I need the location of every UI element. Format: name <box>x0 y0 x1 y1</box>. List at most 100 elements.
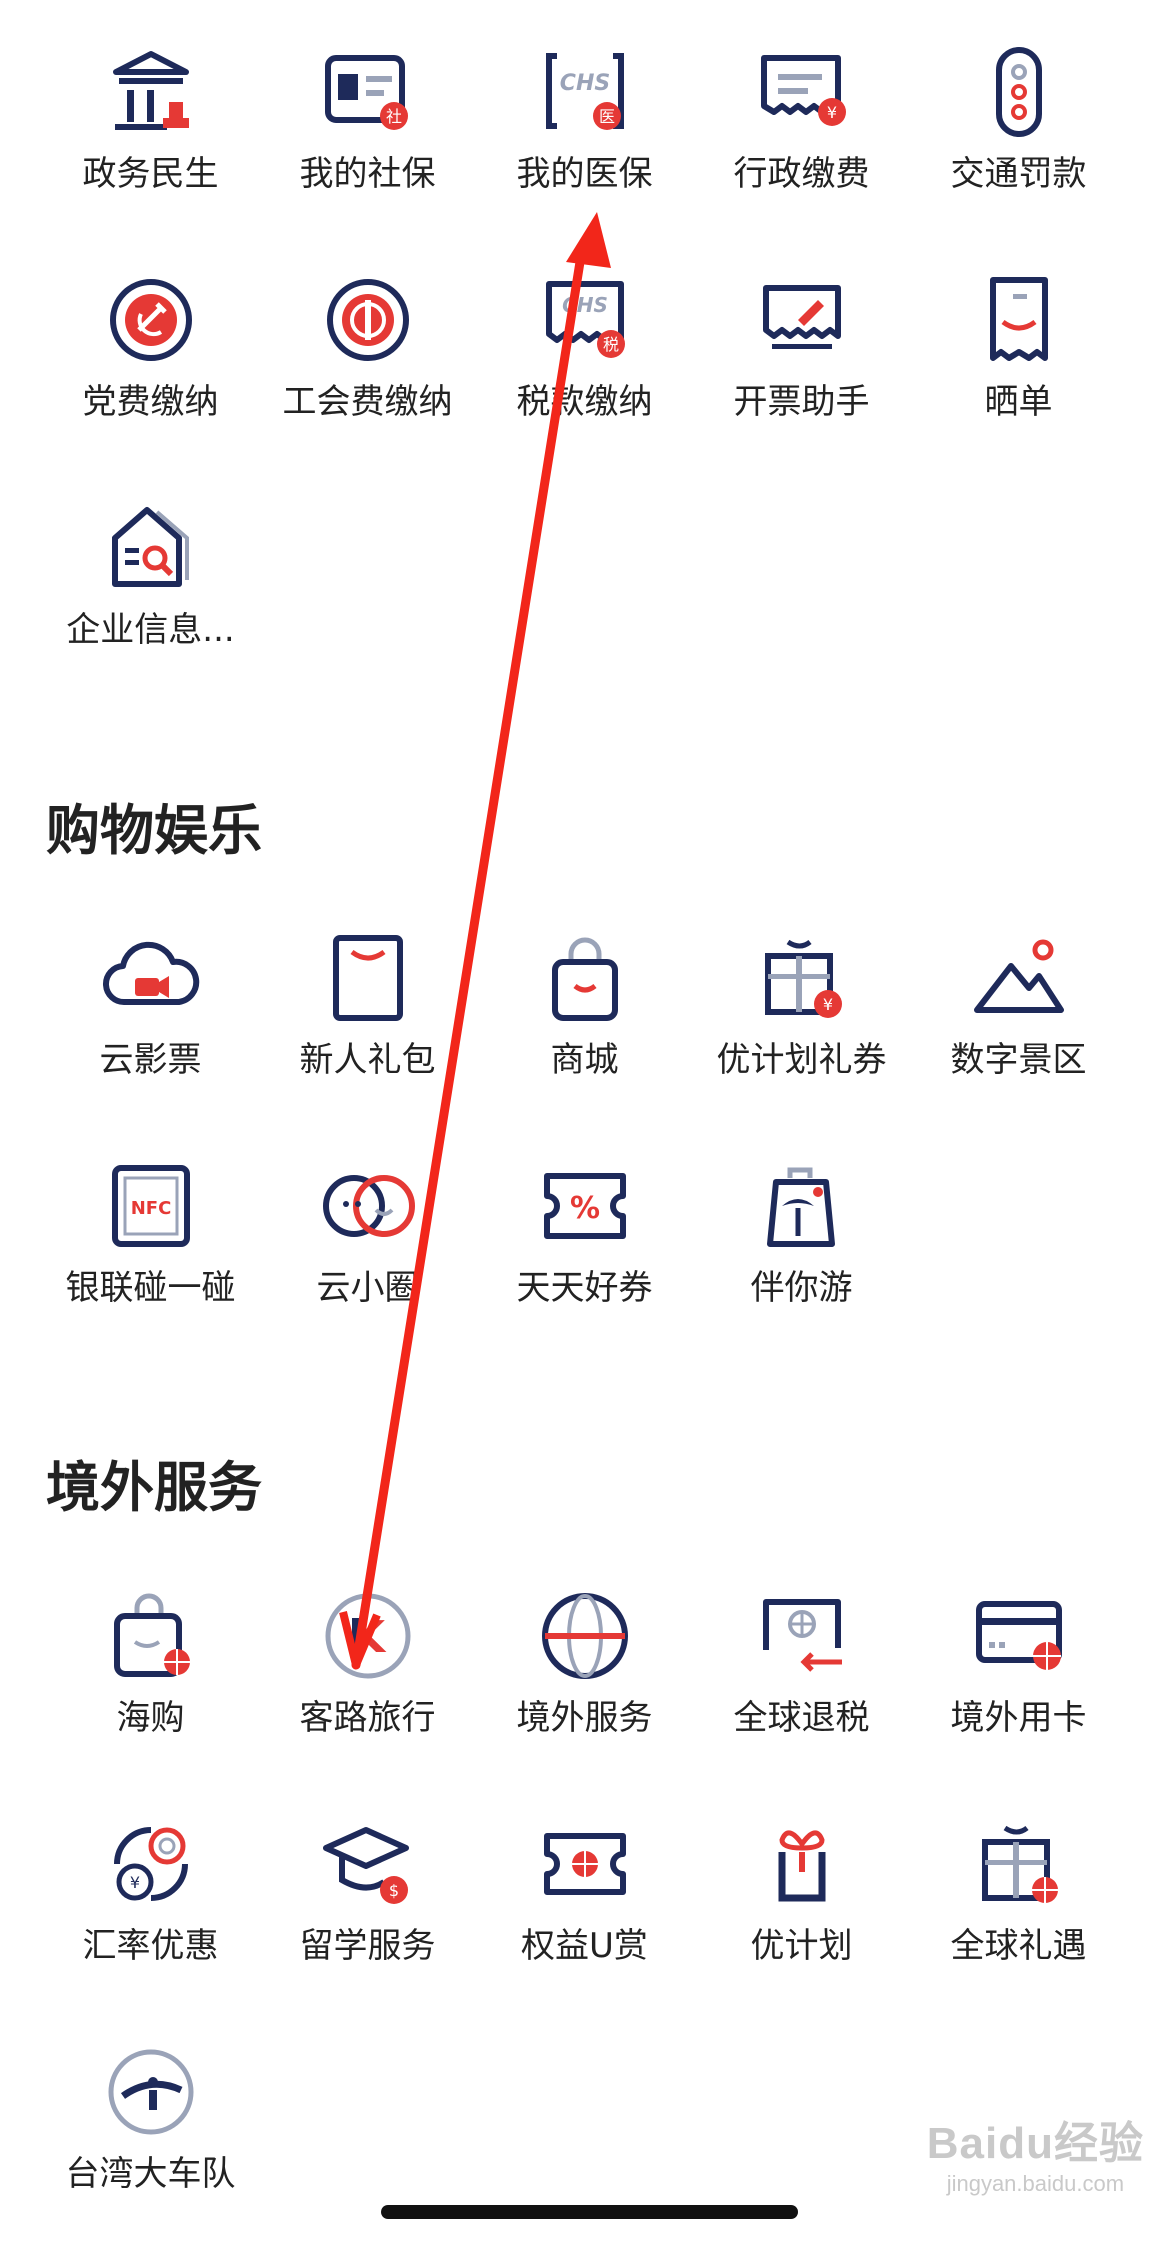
grid-item-party-dues[interactable]: 党费缴纳 <box>42 270 259 470</box>
nfc-icon: NFC <box>101 1156 201 1256</box>
circles-icon <box>318 1156 418 1256</box>
grid-item-label: 开票助手 <box>733 382 870 422</box>
grid-item-label: 行政缴费 <box>733 154 870 194</box>
gift-voucher-icon: ¥ <box>752 928 852 1028</box>
svg-text:¥: ¥ <box>129 1873 139 1892</box>
grid-item-label: 工会费缴纳 <box>282 382 453 422</box>
party-emblem-icon <box>101 270 201 370</box>
svg-text:CHS: CHS <box>562 293 608 317</box>
grid-item-taiwan-taxi[interactable]: 台湾大车队 <box>42 2042 259 2242</box>
svg-text:NFC: NFC <box>130 1198 171 1219</box>
grid-item-label: 汇率优惠 <box>82 1926 219 1966</box>
svg-text:税: 税 <box>602 335 618 354</box>
grid-item-label: 云影票 <box>99 1040 202 1080</box>
grid-item-exchange-rate[interactable]: ¥ 汇率优惠 <box>42 1814 259 2014</box>
grid-item-label: 党费缴纳 <box>82 382 219 422</box>
grid-item-newcomer-gift[interactable]: 新人礼包 <box>259 928 476 1128</box>
grid-item-label: 商城 <box>550 1040 619 1080</box>
grid-item-label: 客路旅行 <box>299 1698 436 1738</box>
grid-item-unionpay-tap[interactable]: NFC 银联碰一碰 <box>42 1156 259 1356</box>
grid-item-receipt-share[interactable]: 晒单 <box>910 270 1127 470</box>
grid-item-gift-voucher[interactable]: ¥ 优计划礼券 <box>693 928 910 1128</box>
grid-item-label: 境外服务 <box>516 1698 653 1738</box>
grid-item-label: 我的医保 <box>516 154 653 194</box>
svg-text:%: % <box>569 1191 599 1226</box>
grid-item-invoice-assistant[interactable]: 开票助手 <box>693 270 910 470</box>
grid-item-government-livelihood[interactable]: 政务民生 <box>42 42 259 242</box>
svg-text:¥: ¥ <box>826 103 836 122</box>
grid-item-label: 境外用卡 <box>950 1698 1087 1738</box>
grid-item-mall[interactable]: 商城 <box>476 928 693 1128</box>
grid-item-label: 银联碰一碰 <box>65 1268 236 1308</box>
grid-item-digital-scenic[interactable]: 数字景区 <box>910 928 1127 1128</box>
social-security-card-icon: 社 <box>318 42 418 142</box>
grid-item-study-abroad[interactable]: $ 留学服务 <box>259 1814 476 2014</box>
globe-icon <box>535 1586 635 1686</box>
baidu-jingyan-watermark: Baidu经验 jingyan.baidu.com <box>927 2107 1144 2197</box>
grid-item-union-dues[interactable]: 工会费缴纳 <box>259 270 476 470</box>
grid-item-label: 新人礼包 <box>299 1040 436 1080</box>
svg-text:社: 社 <box>385 107 401 126</box>
enterprise-search-icon <box>101 498 201 598</box>
svg-text:¥: ¥ <box>822 995 832 1014</box>
grid-item-label: 晒单 <box>984 382 1053 422</box>
tax-refund-icon <box>752 1586 852 1686</box>
section-title-overseas: 境外服务 <box>46 1456 262 1519</box>
grid-item-administrative-fees[interactable]: ¥ 行政缴费 <box>693 42 910 242</box>
invoice-assistant-icon <box>752 270 852 370</box>
grid-item-label: 海购 <box>116 1698 185 1738</box>
grid-item-cloud-movie-ticket[interactable]: 云影票 <box>42 928 259 1128</box>
travel-bag-palm-icon <box>752 1156 852 1256</box>
grid-item-global-privileges[interactable]: 全球礼遇 <box>910 1814 1127 2014</box>
grid-item-tax-payment[interactable]: CHS 税 税款缴纳 <box>476 270 693 470</box>
grid-item-my-social-security[interactable]: 社 我的社保 <box>259 42 476 242</box>
global-gift-icon <box>969 1814 1069 1914</box>
grid-item-label: 伴你游 <box>750 1268 853 1308</box>
taiwan-taxi-icon <box>101 2042 201 2142</box>
grid-item-label: 我的社保 <box>299 154 436 194</box>
benefit-ticket-icon <box>535 1814 635 1914</box>
newcomer-gift-bag-icon <box>318 928 418 1028</box>
grid-item-enterprise-info[interactable]: 企业信息... <box>42 498 259 698</box>
grid-item-label: 优计划 <box>750 1926 853 1966</box>
grid-item-label: 全球礼遇 <box>950 1926 1087 1966</box>
grid-item-global-tax-refund[interactable]: 全球退税 <box>693 1586 910 1786</box>
grid-item-label: 全球退税 <box>733 1698 870 1738</box>
grid-item-label: 企业信息... <box>66 610 235 650</box>
government-building-icon <box>101 42 201 142</box>
grid-item-overseas-card[interactable]: 境外用卡 <box>910 1586 1127 1786</box>
watermark-sub: jingyan.baidu.com <box>946 2171 1125 2196</box>
receipt-share-icon <box>969 270 1069 370</box>
grid-item-label: 政务民生 <box>82 154 219 194</box>
cloud-movie-ticket-icon <box>101 928 201 1028</box>
grid-item-overseas-services[interactable]: 境外服务 <box>476 1586 693 1786</box>
grid-item-benefit-reward[interactable]: 权益U赏 <box>476 1814 693 2014</box>
grid-item-label: 税款缴纳 <box>516 382 653 422</box>
grid-item-you-plan[interactable]: 优计划 <box>693 1814 910 2014</box>
grid-item-label: 留学服务 <box>299 1926 436 1966</box>
coupon-percent-icon: % <box>535 1156 635 1256</box>
svg-text:CHS: CHS <box>559 71 609 96</box>
exchange-rate-icon: ¥ <box>101 1814 201 1914</box>
grid-item-overseas-shopping[interactable]: 海购 <box>42 1586 259 1786</box>
grid-item-klook-travel[interactable]: K 客路旅行 <box>259 1586 476 1786</box>
mall-bag-icon <box>535 928 635 1028</box>
grid-item-label: 天天好券 <box>516 1268 653 1308</box>
grid-item-label: 台湾大车队 <box>65 2154 236 2194</box>
administrative-fee-receipt-icon: ¥ <box>752 42 852 142</box>
scenic-mountain-icon <box>969 928 1069 1028</box>
tax-payment-icon: CHS 税 <box>535 270 635 370</box>
overseas-card-icon <box>969 1586 1069 1686</box>
section-title-shopping: 购物娱乐 <box>46 799 262 862</box>
grid-item-label: 数字景区 <box>950 1040 1087 1080</box>
grid-item-traffic-fines[interactable]: 交通罚款 <box>910 42 1127 242</box>
grid-item-travel-companion[interactable]: 伴你游 <box>693 1156 910 1356</box>
home-indicator[interactable] <box>381 2205 798 2219</box>
grid-item-daily-coupons[interactable]: % 天天好券 <box>476 1156 693 1356</box>
grid-item-label: 交通罚款 <box>950 154 1087 194</box>
overseas-shopping-icon <box>101 1586 201 1686</box>
grid-item-cloud-circle[interactable]: 云小圈 <box>259 1156 476 1356</box>
gift-box-icon <box>752 1814 852 1914</box>
